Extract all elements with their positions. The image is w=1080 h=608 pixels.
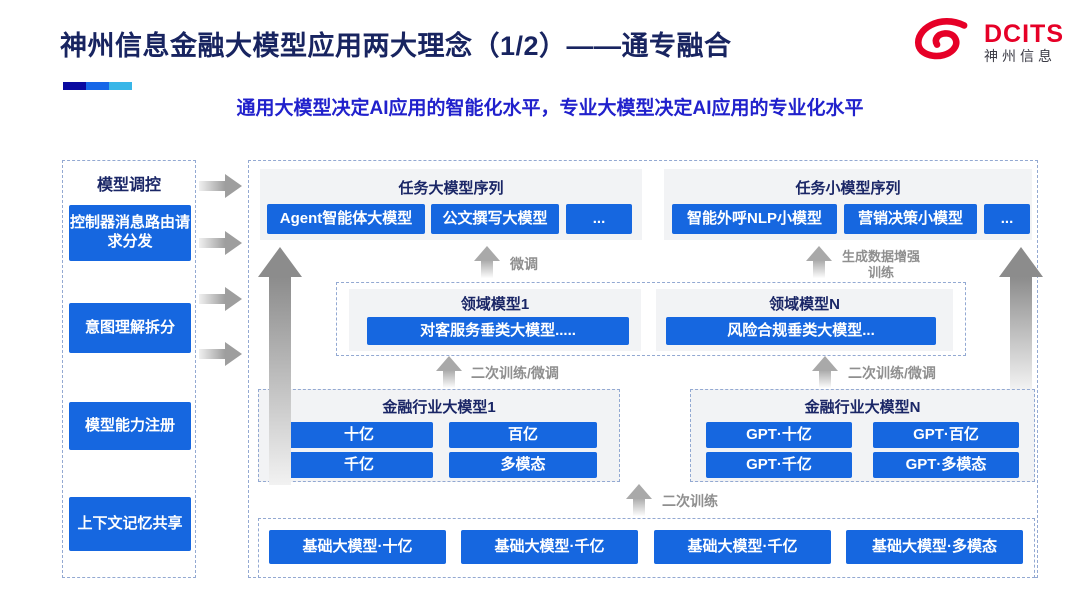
- model-chip-agent: Agent智能体大模型: [267, 204, 425, 234]
- domain-models-box: 领域模型1 对客服务垂类大模型..... 领域模型N 风险合规垂类大模型...: [336, 282, 966, 356]
- task-large-model-title: 任务大模型序列: [398, 180, 504, 197]
- model-chip-outbound-nlp: 智能外呼NLP小模型: [672, 204, 837, 234]
- retrain-label: 二次训练: [662, 493, 718, 509]
- up-arrow-icon: [626, 484, 652, 516]
- model-chip-more: ...: [984, 204, 1030, 234]
- model-chip-base-100b-a: 基础大模型·千亿: [461, 530, 638, 564]
- up-arrow-icon: [436, 356, 462, 388]
- up-arrow-icon: [806, 246, 832, 278]
- model-chip-more: ...: [566, 204, 632, 234]
- model-chip-base-1b: 基础大模型·十亿: [269, 530, 446, 564]
- domain-model-1-group: 领域模型1 对客服务垂类大模型.....: [349, 289, 641, 351]
- model-control-panel: 模型调控 控制器消息路由请求分发 意图理解拆分 模型能力注册 上下文记忆共享: [62, 160, 196, 578]
- sidebar-item-router: 控制器消息路由请求分发: [69, 205, 191, 261]
- industry-model-1-group: 金融行业大模型1 十亿 百亿 千亿 多模态: [258, 389, 620, 482]
- domain-model-n-title: 领域模型N: [769, 296, 840, 313]
- model-control-title: 模型调控: [96, 177, 161, 194]
- retrain-finetune-left-label: 二次训练/微调: [471, 365, 559, 381]
- task-small-model-group: 任务小模型序列 智能外呼NLP小模型 营销决策小模型 ...: [664, 169, 1032, 240]
- task-small-model-title: 任务小模型序列: [795, 180, 901, 197]
- model-chip-customer-service: 对客服务垂类大模型.....: [367, 317, 629, 345]
- industry-model-n-title: 金融行业大模型N: [804, 399, 921, 416]
- gen-data-train-label-line2: 训练: [868, 265, 895, 281]
- up-arrow-icon: [474, 246, 500, 278]
- model-chip-1b: 十亿: [285, 422, 433, 448]
- gen-data-train-label-line1: 生成数据增强: [842, 249, 921, 264]
- right-arrow-icon: [199, 231, 242, 255]
- page-title: 神州信息金融大模型应用两大理念（1/2）——通专融合: [60, 31, 732, 61]
- sidebar-item-register: 模型能力注册: [69, 402, 191, 450]
- industry-model-n-group: 金融行业大模型N GPT·十亿 GPT·百亿 GPT·千亿 GPT·多模态: [690, 389, 1035, 482]
- model-chip-10b: 百亿: [449, 422, 597, 448]
- industry-model-1-title: 金融行业大模型1: [382, 399, 496, 416]
- model-chip-gpt-100b: GPT·千亿: [706, 452, 852, 478]
- sidebar-item-intent: 意图理解拆分: [69, 303, 191, 353]
- right-arrow-icon: [199, 287, 242, 311]
- retrain-finetune-right-label: 二次训练/微调: [848, 365, 936, 381]
- dcits-swirl-icon: [910, 16, 976, 69]
- domain-model-1-title: 领域模型1: [460, 296, 530, 313]
- model-chip-marketing: 营销决策小模型: [844, 204, 977, 234]
- model-chip-gpt-10b: GPT·百亿: [873, 422, 1019, 448]
- slide-subtitle: 通用大模型决定AI应用的智能化水平，专业大模型决定AI应用的专业化水平: [236, 98, 864, 119]
- right-arrow-icon: [199, 342, 242, 366]
- finetune-label: 微调: [510, 256, 538, 272]
- model-chip-gpt-1b: GPT·十亿: [706, 422, 852, 448]
- model-chip-100b: 千亿: [285, 452, 433, 478]
- right-arrow-icon: [199, 174, 242, 198]
- model-chip-base-100b-b: 基础大模型·千亿: [654, 530, 831, 564]
- domain-model-n-group: 领域模型N 风险合规垂类大模型...: [656, 289, 953, 351]
- task-large-model-group: 任务大模型序列 Agent智能体大模型 公文撰写大模型 ...: [260, 169, 642, 240]
- model-chip-base-multimodal: 基础大模型·多模态: [846, 530, 1023, 564]
- model-chip-risk-compliance: 风险合规垂类大模型...: [666, 317, 936, 345]
- up-arrow-icon: [812, 356, 838, 388]
- title-accent-bar: [63, 82, 132, 90]
- model-chip-multimodal: 多模态: [449, 452, 597, 478]
- big-up-arrow-icon: [999, 247, 1043, 389]
- sidebar-item-context: 上下文记忆共享: [69, 497, 191, 551]
- logo-brand-cn-text: 神州信息: [984, 48, 1056, 65]
- gen-data-train-label: 生成数据增强 训练: [842, 249, 920, 282]
- logo-brand-text: DCITS: [984, 20, 1064, 49]
- dcits-logo: DCITS 神州信息: [910, 16, 1064, 69]
- big-up-arrow-icon: [258, 247, 302, 485]
- base-models-box: 基础大模型·十亿 基础大模型·千亿 基础大模型·千亿 基础大模型·多模态: [258, 518, 1035, 578]
- model-chip-doc-writing: 公文撰写大模型: [431, 204, 559, 234]
- model-chip-gpt-multimodal: GPT·多模态: [873, 452, 1019, 478]
